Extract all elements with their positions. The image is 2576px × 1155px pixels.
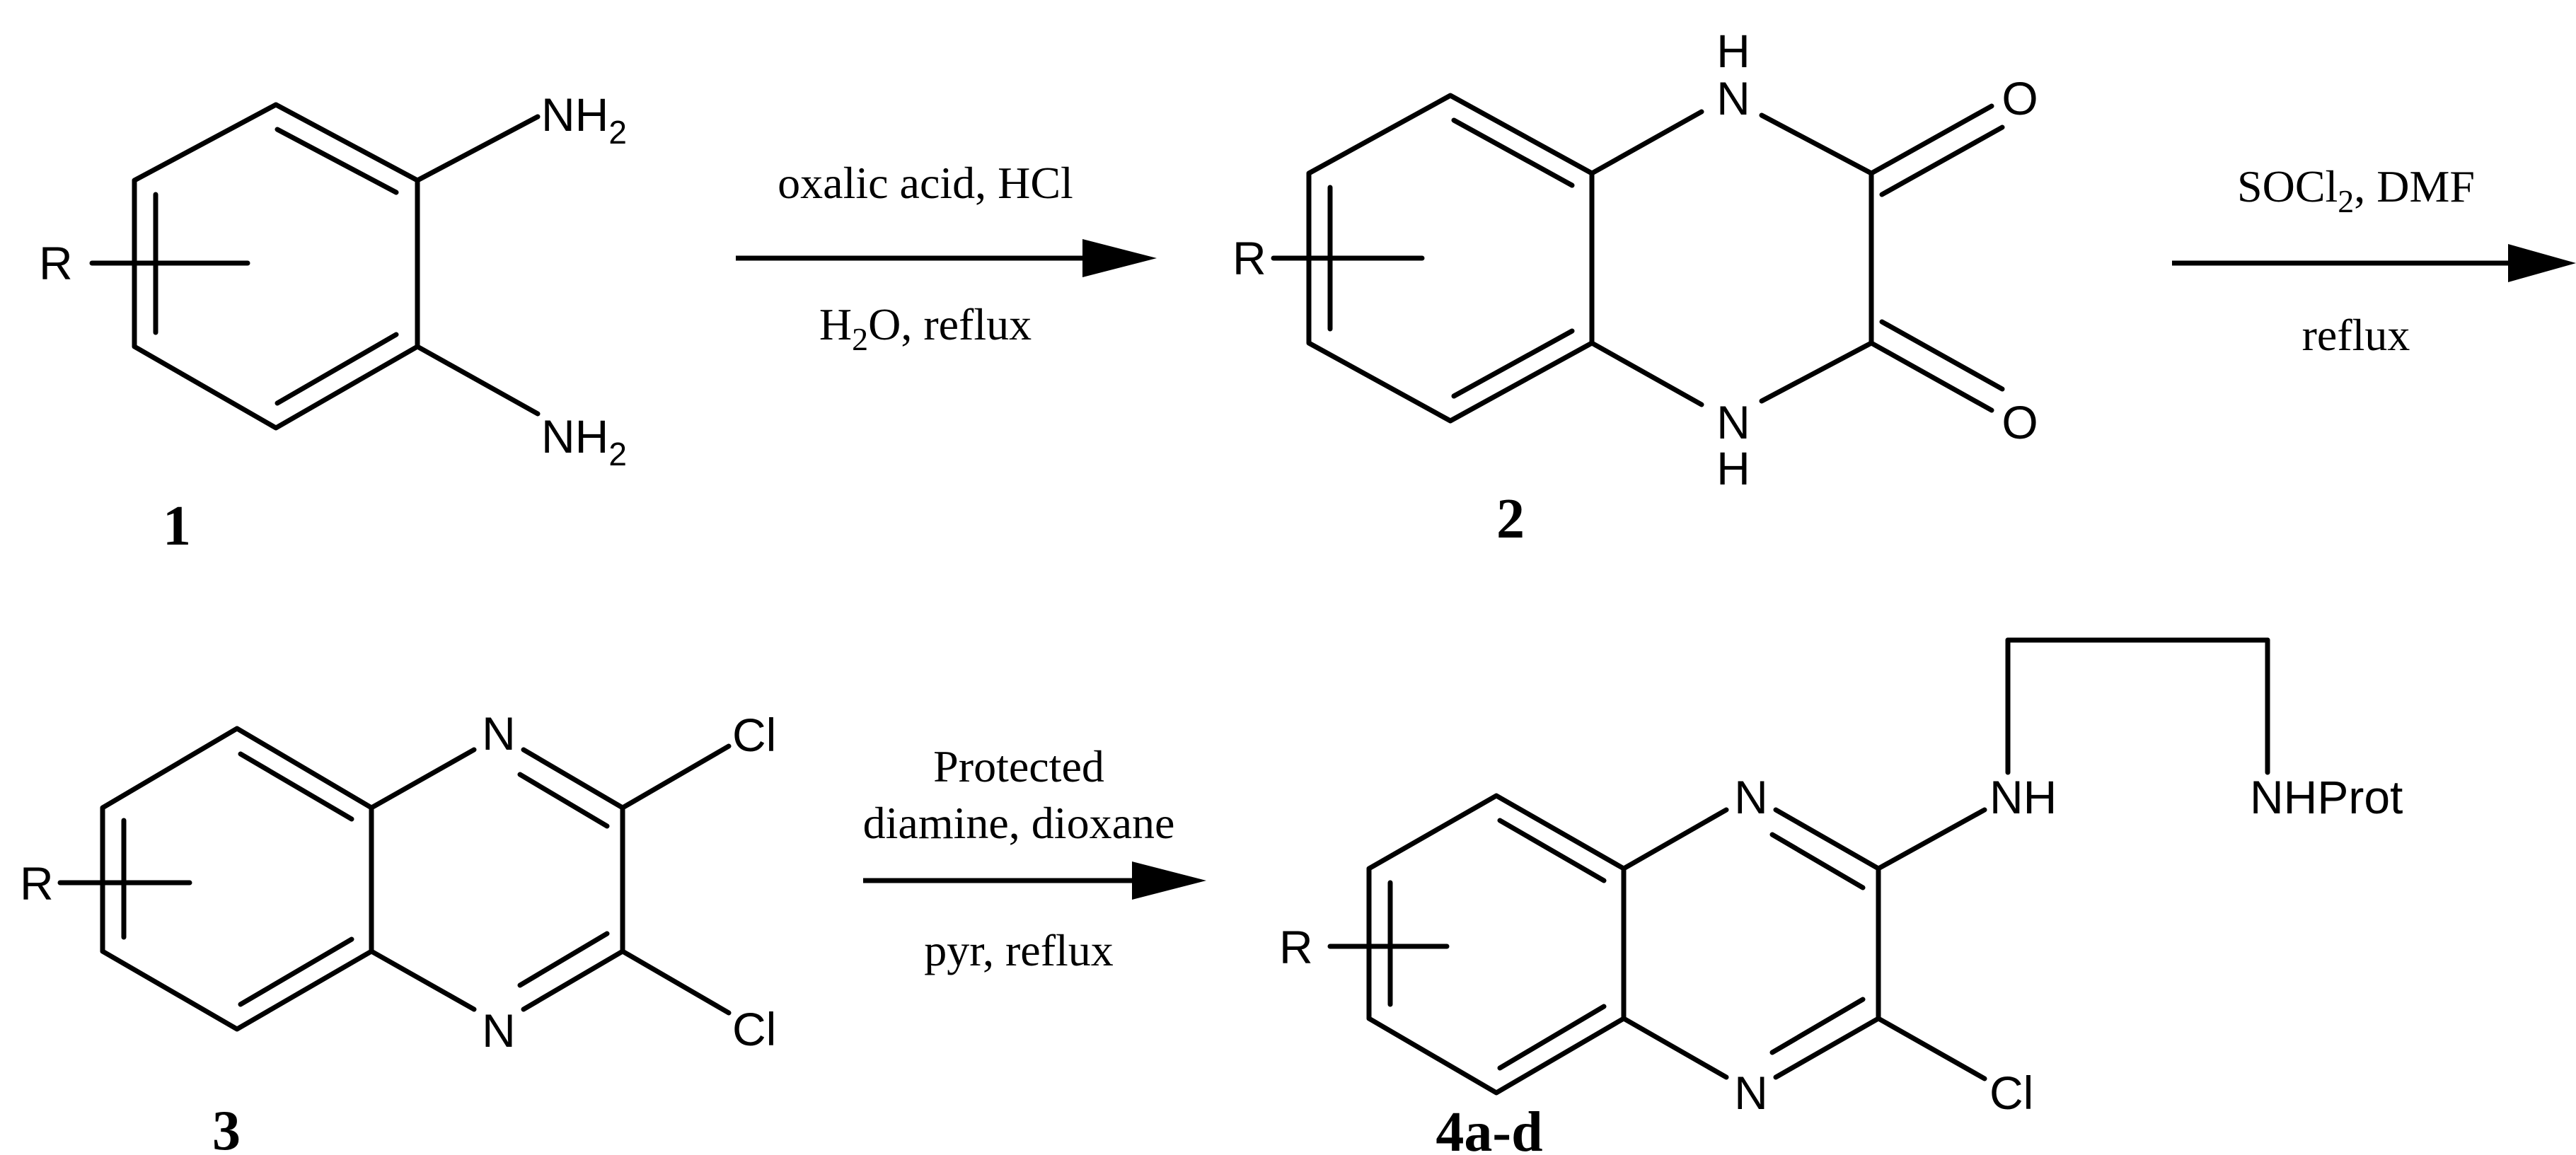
- reaction-arrow-1: [736, 239, 1157, 277]
- reaction-arrow-3: [863, 861, 1206, 900]
- hydrogen-atom: H: [1716, 25, 1750, 77]
- arrow-head: [1082, 239, 1157, 277]
- compound-label-2: 2: [1496, 488, 1525, 550]
- arrow-head: [2508, 244, 2576, 282]
- compound-2-structure: R H N N H O O: [1232, 25, 2038, 494]
- compound-label-4: 4a-d: [1436, 1101, 1542, 1155]
- nitrogen-atom: N: [482, 707, 516, 760]
- compound-1-double-bond: [275, 332, 399, 406]
- oxygen-atom: O: [2002, 396, 2038, 448]
- compound-1-ring: [132, 102, 420, 431]
- compound-3-benzene-ring: [100, 726, 374, 1032]
- ring-bond: [1621, 807, 1729, 871]
- ring-double-bond: [1769, 832, 1866, 890]
- ring-bond: [1621, 1016, 1729, 1080]
- ring-bond: [1589, 340, 1704, 407]
- substituent-r: R: [1279, 921, 1313, 973]
- compound-3-double-bond: [238, 936, 354, 1007]
- nitrogen-atom: N: [1734, 1067, 1768, 1119]
- compound-4-double-bond: [1497, 1004, 1607, 1071]
- protected-amine: NHProt: [2250, 771, 2403, 823]
- reagent-label: diamine, dioxane: [863, 798, 1175, 848]
- reagent-label: SOCl2, DMF: [2237, 161, 2475, 219]
- chloro-bond: [1876, 1016, 1987, 1081]
- substituent-r: R: [20, 857, 54, 910]
- carbonyl-bond: [1879, 124, 2005, 197]
- amine-group: NH2: [541, 410, 627, 472]
- ring-double-bond: [517, 931, 610, 988]
- substituent-r: R: [39, 237, 73, 289]
- ring-bond: [369, 747, 477, 811]
- amine-group: NH2: [541, 88, 627, 151]
- compound-3-double-bond: [238, 751, 354, 822]
- chloro-bond: [620, 743, 732, 811]
- chlorine-atom: Cl: [732, 1003, 776, 1055]
- amine-bond: [415, 114, 541, 183]
- compound-label-3: 3: [212, 1100, 241, 1155]
- condition-label: reflux: [2302, 310, 2410, 360]
- ring-bond: [369, 948, 477, 1012]
- ring-bond: [1773, 1016, 1881, 1080]
- ring-bond: [1759, 112, 1874, 176]
- reagent-label: Protected: [933, 741, 1104, 791]
- ring-bond: [1759, 340, 1874, 404]
- reaction-arrow-2: [2172, 244, 2576, 282]
- carbonyl-bond: [1879, 319, 2005, 392]
- compound-4-double-bond: [1497, 818, 1607, 883]
- condition-label: H2O, reflux: [819, 299, 1032, 357]
- ring-bond: [1589, 109, 1704, 176]
- compound-4-structure: R N N NH NHProt Cl: [1279, 637, 2403, 1119]
- amine-nh: NH: [1989, 771, 2057, 823]
- compound-label-1: 1: [163, 495, 191, 557]
- carbonyl-bond: [1869, 340, 1994, 413]
- oxygen-atom: O: [2002, 72, 2038, 124]
- compound-2-double-bond: [1451, 328, 1575, 399]
- compound-1-structure: R NH2 NH2: [39, 88, 627, 472]
- ring-double-bond: [517, 772, 610, 829]
- substituent-r: R: [1232, 232, 1266, 284]
- ring-bond: [521, 948, 625, 1012]
- amine-bond: [415, 344, 541, 417]
- nitrogen-atom: N: [1716, 396, 1750, 448]
- reagent-label: oxalic acid, HCl: [778, 158, 1073, 208]
- compound-1-double-bond: [275, 127, 399, 195]
- condition-label: pyr, reflux: [924, 925, 1114, 975]
- chloro-bond: [620, 948, 732, 1016]
- hydrogen-atom: H: [1716, 442, 1750, 494]
- carbonyl-bond: [1869, 103, 1994, 176]
- amino-bond: [1876, 807, 1987, 871]
- compound-2-double-bond: [1451, 117, 1575, 188]
- nitrogen-atom: N: [482, 1004, 516, 1057]
- chlorine-atom: Cl: [732, 709, 776, 761]
- arrow-head: [1132, 861, 1206, 900]
- nitrogen-atom: N: [1716, 72, 1750, 124]
- nitrogen-atom: N: [1734, 771, 1768, 823]
- ring-double-bond: [1769, 997, 1866, 1055]
- compound-3-structure: R N N Cl Cl: [20, 707, 776, 1057]
- ring-bond: [1773, 807, 1881, 871]
- ring-bond: [521, 747, 625, 811]
- chlorine-atom: Cl: [1989, 1067, 2033, 1119]
